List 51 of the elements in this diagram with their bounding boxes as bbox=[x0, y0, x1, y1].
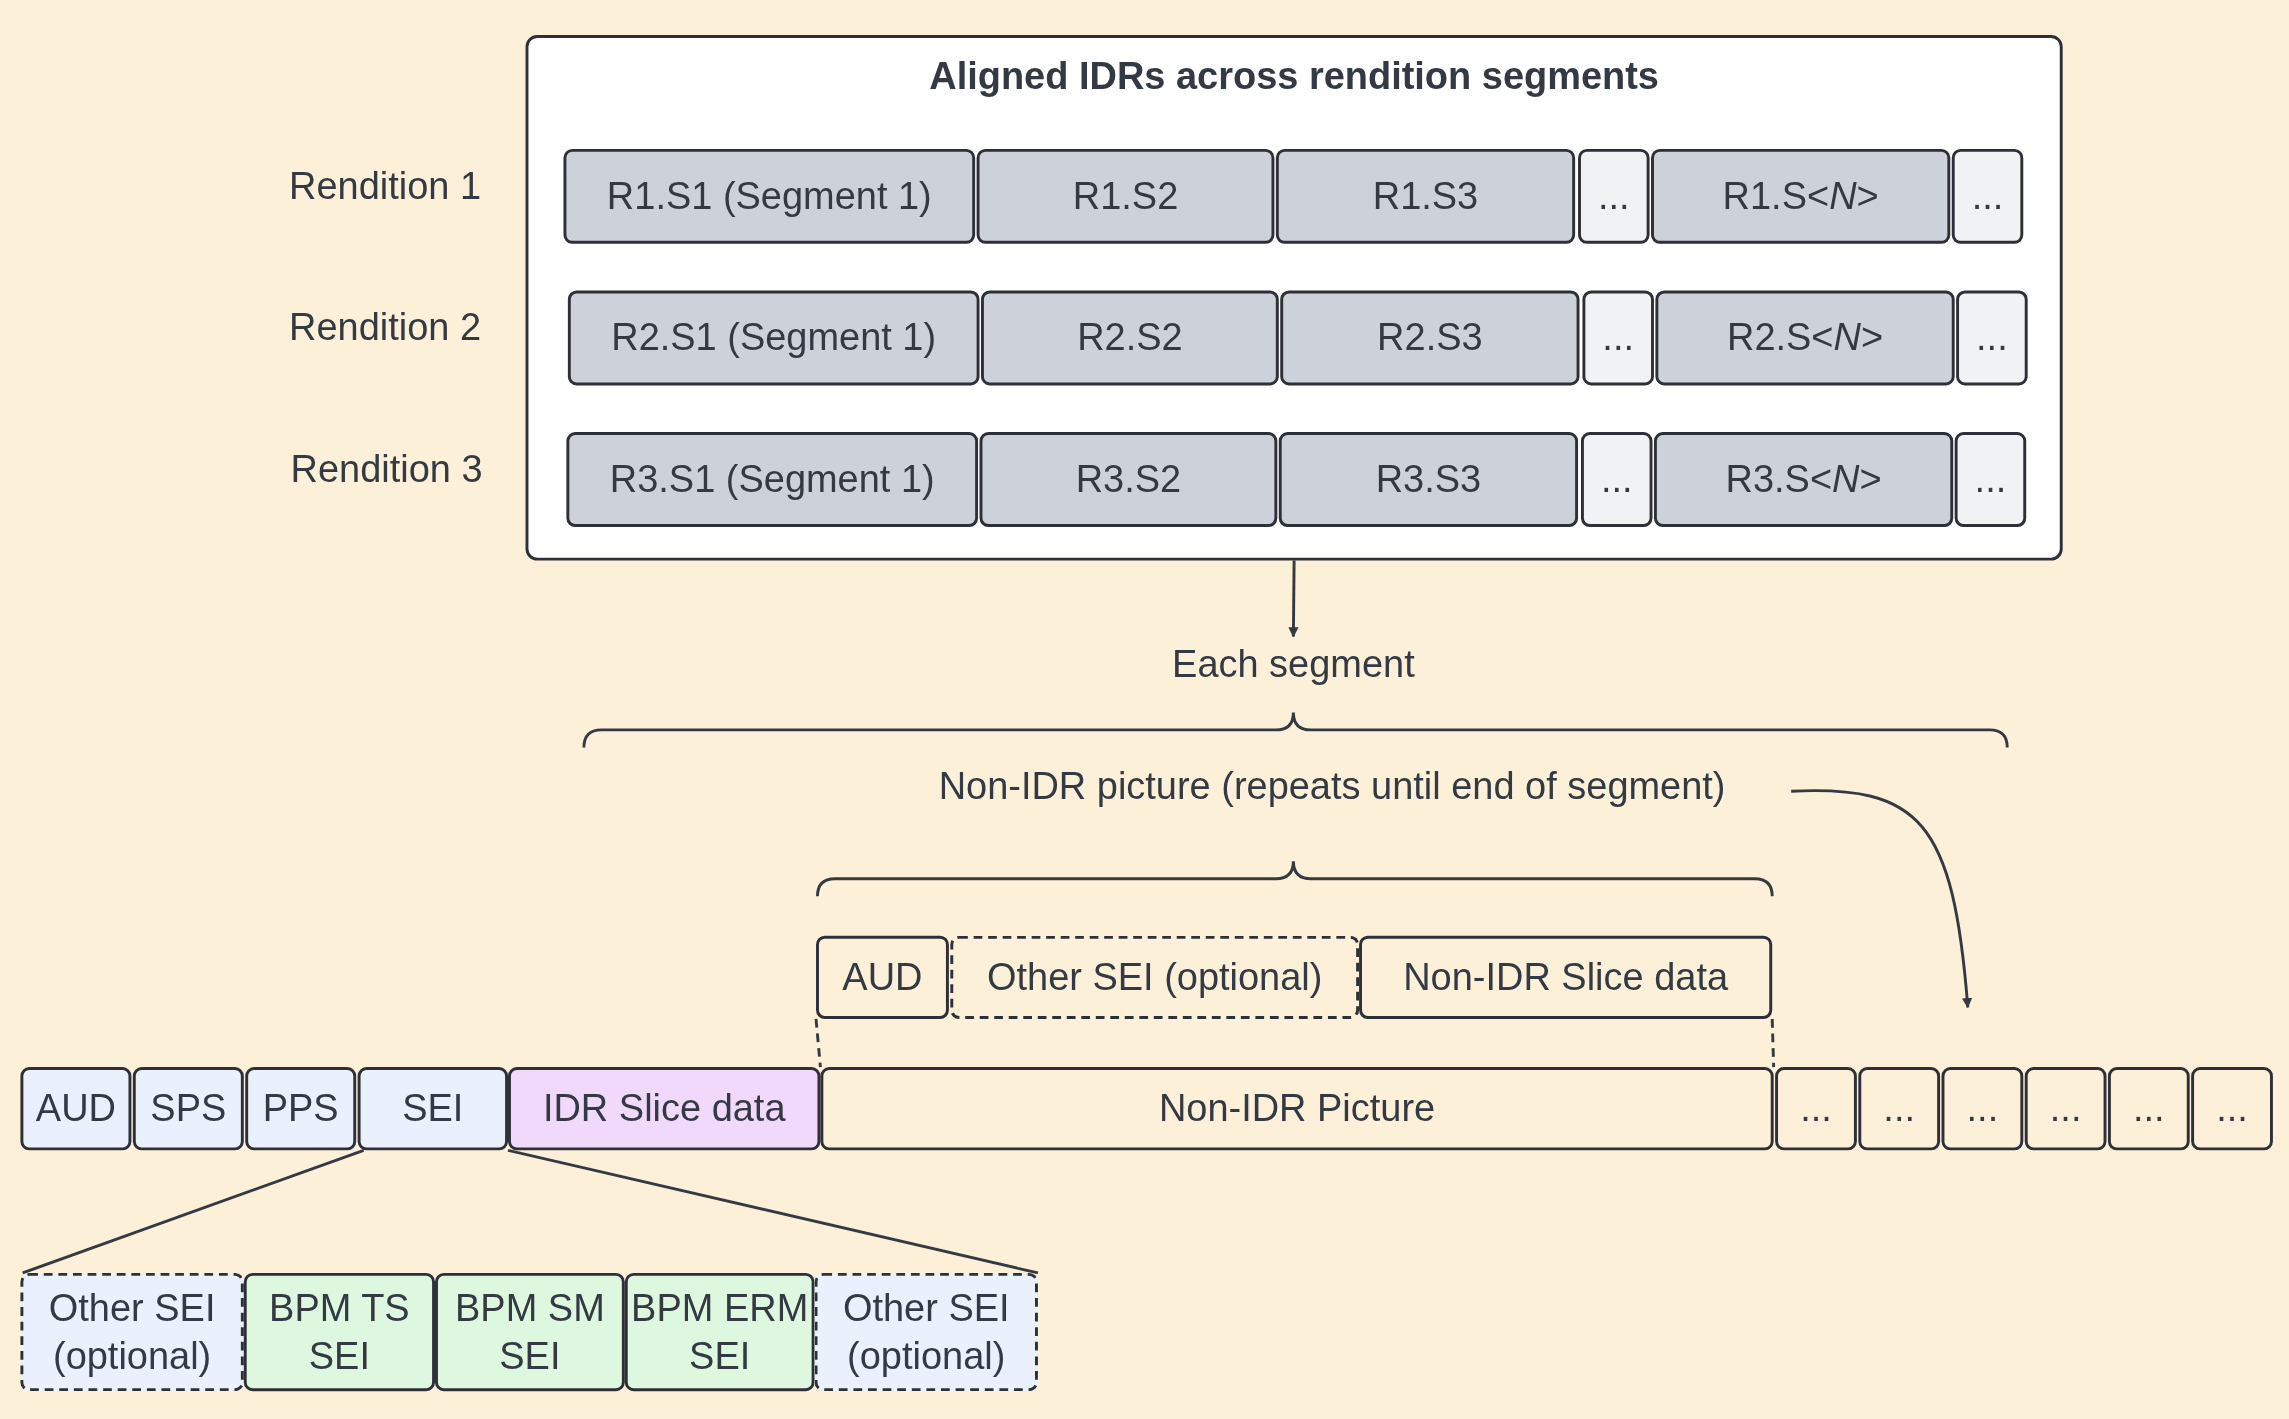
segment-box: R3.S3 bbox=[1278, 432, 1579, 527]
ellipsis-box: ... bbox=[1951, 148, 2024, 244]
sei-message-box: BPM ERM SEI bbox=[624, 1272, 815, 1392]
sei-message-box: BPM TS SEI bbox=[243, 1272, 435, 1392]
segment-box: R2.S<N> bbox=[1655, 290, 1955, 386]
rendition-label: Rendition 3 bbox=[290, 446, 483, 492]
expansion-line bbox=[814, 1018, 822, 1068]
segment-box: R1.S<N> bbox=[1651, 148, 1951, 244]
ellipsis-box: ... bbox=[1941, 1067, 2024, 1151]
panel bbox=[525, 35, 2063, 561]
nal-unit-box: SEI bbox=[357, 1067, 508, 1151]
panel-title: Aligned IDRs across rendition segments bbox=[929, 53, 1659, 100]
segment-box: R2.S1 (Segment 1) bbox=[567, 290, 980, 386]
nal-unit-box: PPS bbox=[245, 1067, 357, 1151]
segment-box: R2.S3 bbox=[1280, 290, 1580, 386]
ellipsis-box: ... bbox=[1582, 290, 1654, 386]
segment-box: R3.S<N> bbox=[1653, 432, 1954, 527]
segment-box: R1.S3 bbox=[1275, 148, 1576, 244]
rendition-label: Rendition 2 bbox=[289, 305, 482, 351]
ellipsis-box: ... bbox=[1775, 1067, 1857, 1151]
nal-unit-box: Other SEI (optional) bbox=[950, 935, 1360, 1019]
nal-unit-box: AUD bbox=[20, 1067, 132, 1151]
segment-box: R3.S1 (Segment 1) bbox=[566, 432, 979, 527]
sei-message-box: BPM SM SEI bbox=[435, 1272, 625, 1392]
leader-line bbox=[507, 1148, 1039, 1275]
ellipsis-box: ... bbox=[2107, 1067, 2190, 1151]
ellipsis-box: ... bbox=[1578, 148, 1650, 244]
rendition-label: Rendition 1 bbox=[289, 163, 482, 209]
nal-unit-box: AUD bbox=[816, 935, 949, 1019]
arrow bbox=[1791, 789, 1973, 1009]
ellipsis-box: ... bbox=[1858, 1067, 1941, 1151]
nal-unit-box: IDR Slice data bbox=[508, 1067, 821, 1151]
sei-message-box: Other SEI (optional) bbox=[20, 1272, 244, 1392]
nal-unit-box: Non-IDR Picture bbox=[820, 1067, 1774, 1151]
picture-caption: Non-IDR picture (repeats until end of segment) bbox=[875, 756, 1789, 815]
ellipsis-box: ... bbox=[2191, 1067, 2273, 1151]
ellipsis-box: ... bbox=[2024, 1067, 2107, 1151]
ellipsis-box: ... bbox=[1956, 290, 2028, 386]
arrow bbox=[1288, 560, 1299, 638]
ellipsis-box: ... bbox=[1580, 432, 1653, 527]
expansion-line bbox=[1770, 1018, 1776, 1068]
sei-message-box: Other SEI (optional) bbox=[814, 1272, 1038, 1392]
segment-caption: Each segment bbox=[1147, 636, 1440, 692]
nal-unit-box: Non-IDR Slice data bbox=[1359, 935, 1773, 1019]
segment-box: R2.S2 bbox=[981, 290, 1279, 386]
segment-box: R3.S2 bbox=[979, 432, 1278, 527]
nal-unit-box: SPS bbox=[132, 1067, 244, 1151]
leader-line bbox=[22, 1148, 365, 1275]
segment-box: R1.S2 bbox=[976, 148, 1275, 244]
segment-box: R1.S1 (Segment 1) bbox=[563, 148, 976, 244]
ellipsis-box: ... bbox=[1954, 432, 2027, 527]
